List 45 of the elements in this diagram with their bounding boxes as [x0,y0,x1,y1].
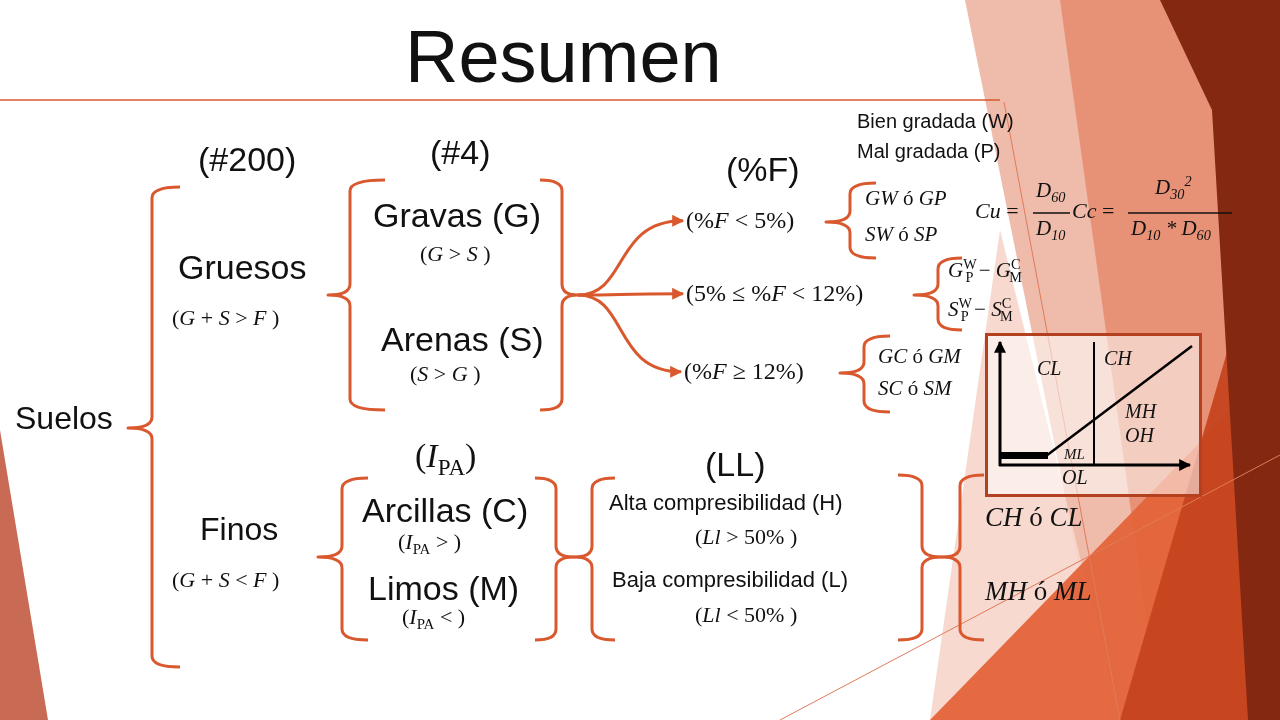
compressibility-label: Alta compresibilidad (H) [609,490,843,516]
condition-text: (%F < 5%) [686,207,795,235]
condition-text: (5% ≤ %F < 12%) [686,280,864,308]
soil-type-label: Arcillas (C) [362,491,529,531]
condition-text: (%F ≥ 12%) [684,358,804,386]
soil-symbol-text: SC ó SM [878,376,952,401]
root-label: Suelos [15,400,113,437]
fines-heading: (%F) [726,150,800,190]
formula-text: D$_{10}$ [1036,216,1066,241]
chart-region-label: OH [1125,424,1154,447]
slide-title: Resumen [405,14,722,100]
formula-text: Cc = [1072,198,1115,224]
formula-text: D$_{10}$ * D$_{60}$ [1131,216,1211,241]
arrow [577,293,683,377]
formula-text: D$_{60}$ [1036,178,1066,203]
soil-group-label: Finos [200,511,279,548]
soil-group-label: Gruesos [178,248,307,288]
chart-region-label: MH [1125,400,1157,423]
soil-type-label: Gravas (G) [373,196,542,236]
condition-text: (S > G ) [410,361,481,387]
chart-region-label: OL [1062,466,1088,489]
condition-text: (G > S ) [420,241,491,267]
sieve-heading: (#4) [430,133,491,173]
sieve-heading: (#200) [198,140,297,180]
formula-text: Cu = [975,198,1019,224]
soil-symbol-text: MH ó ML [985,576,1092,608]
soil-type-label: Arenas (S) [381,320,544,360]
condition-text: (Ll < 50% ) [695,602,798,628]
soil-symbol-text: CH ó CL [985,502,1083,534]
condition-text: (I$_{PA}$ > ) [398,529,462,555]
soil-symbol-text: GW ó GP [865,186,947,211]
limit-heading: (LL) [705,445,766,485]
index-heading: (I$_{PA}$) [415,436,477,476]
condition-text: (G + S > F ) [172,305,280,331]
condition-text: (Ll > 50% ) [695,524,798,550]
arrow [578,287,685,300]
chart-region-label: CH [1104,347,1132,370]
chart-region-label: ML [1064,446,1085,464]
gradation-note: Bien gradada (W) [857,110,1014,133]
condition-text: (G + S < F ) [172,567,280,593]
soil-symbol-text: SW ó SP [865,222,938,247]
chart-region-label: CL [1037,357,1062,380]
compressibility-label: Baja compresibilidad (L) [612,567,848,593]
soil-symbol-text: GC ó GM [878,344,961,369]
gradation-note: Mal gradada (P) [857,140,1001,163]
